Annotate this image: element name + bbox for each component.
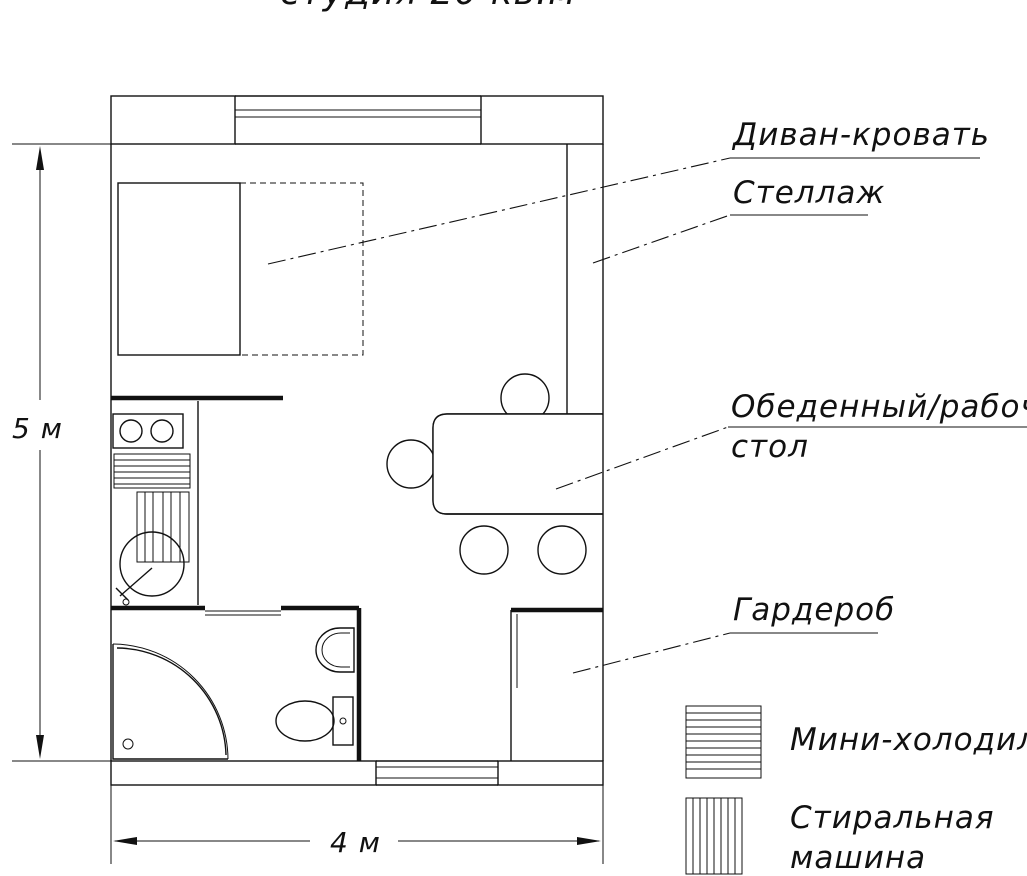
label-shelving: Стеллаж — [733, 175, 885, 211]
bottom-window — [376, 760, 498, 786]
width-dimension: 4 м — [110, 785, 604, 864]
legend-washer-label-line2: машина — [790, 840, 926, 876]
label-table-line1: Обеденный/рабочий — [731, 389, 1027, 425]
kitchen — [111, 395, 283, 606]
washing-machine — [136, 491, 190, 563]
sofa-bed — [117, 182, 364, 356]
cooktop — [112, 413, 184, 449]
label-sofa-bed: Диван-кровать — [731, 117, 990, 153]
legend-washer-label-line1: Стиральная — [790, 800, 995, 836]
mini-fridge — [113, 453, 191, 489]
leader-lines — [267, 157, 1027, 674]
bathroom — [111, 605, 362, 761]
chair — [537, 525, 587, 575]
toilet — [275, 696, 354, 746]
height-label: 5 м — [12, 412, 63, 445]
chair — [459, 525, 509, 575]
label-table-line2: стол — [731, 429, 809, 465]
shower — [112, 643, 229, 760]
legend: Мини-холодильник Стиральная машина — [685, 705, 1027, 876]
kitchen-sink — [115, 531, 185, 606]
legend-washer-symbol — [685, 797, 743, 875]
width-label: 4 м — [330, 826, 381, 859]
exterior-walls — [110, 95, 604, 786]
top-window — [235, 95, 481, 145]
plan-title: студия 20 кв.м — [280, 0, 576, 13]
wardrobe — [510, 607, 603, 761]
washbasin — [315, 627, 355, 673]
legend-fridge-label: Мини-холодильник — [790, 722, 1027, 758]
label-wardrobe: Гардероб — [733, 592, 895, 628]
chair — [386, 439, 436, 489]
legend-fridge-symbol — [685, 705, 762, 779]
dining-table — [386, 373, 603, 575]
height-dimension: 5 м — [12, 143, 111, 762]
